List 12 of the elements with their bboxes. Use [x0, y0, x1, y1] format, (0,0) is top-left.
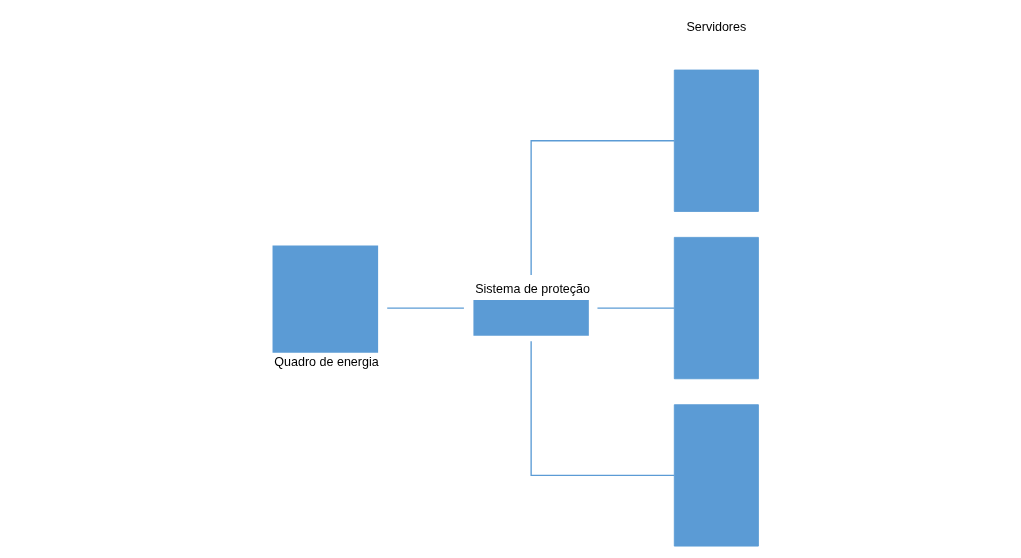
node-box [472, 300, 589, 336]
node-box [673, 69, 759, 212]
node-label: Sistema de proteção [474, 282, 590, 297]
node-label: Quadro de energia [273, 355, 379, 370]
connector [386, 307, 465, 309]
connector [529, 140, 675, 276]
connector [596, 307, 675, 309]
node-box [272, 245, 378, 353]
connector [529, 340, 675, 477]
label: Servidores [685, 20, 746, 35]
node-box [673, 236, 759, 380]
node-box [673, 404, 759, 547]
